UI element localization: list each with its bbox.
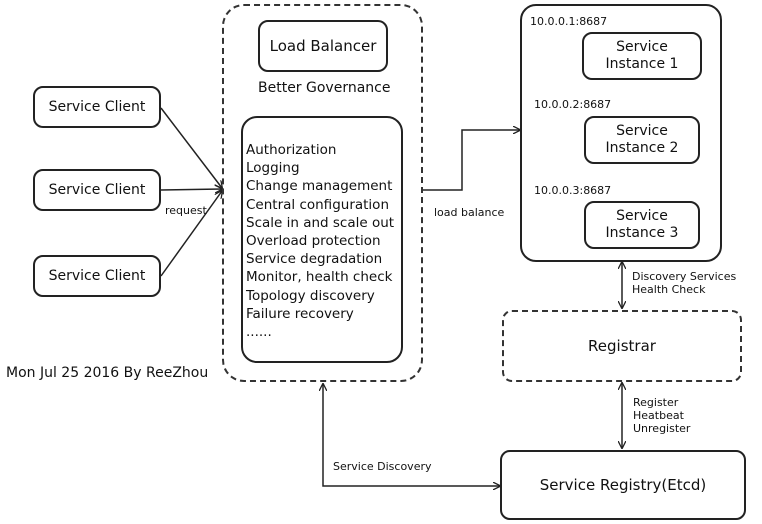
feature-item: ...... <box>246 324 272 341</box>
instance-line2: Instance 2 <box>605 140 679 156</box>
service-discovery-arrow <box>323 384 500 486</box>
client2-to-gateway-arrow <box>160 189 222 190</box>
features-box <box>241 116 403 363</box>
registrar-box: Registrar <box>502 310 742 382</box>
service-instance-3: Service Instance 3 <box>584 201 700 249</box>
feature-item: Failure recovery <box>246 305 354 322</box>
instance-line2: Instance 3 <box>605 225 679 241</box>
features-list: Authorization Logging Change management … <box>246 141 394 341</box>
feature-item: Change management <box>246 178 393 195</box>
service-client-3: Service Client <box>33 255 161 297</box>
service-instance-2: Service Instance 2 <box>584 116 700 164</box>
client3-to-gateway-arrow <box>160 191 222 277</box>
gateway-subtitle: Better Governance <box>258 80 391 96</box>
instance-line1: Service <box>616 208 668 225</box>
request-label: request <box>165 204 207 217</box>
service-client-label: Service Client <box>48 267 146 284</box>
gateway-container <box>222 4 423 382</box>
feature-item: Logging <box>246 160 300 177</box>
feature-item: Monitor, health check <box>246 269 393 286</box>
service-discovery-label: Service Discovery <box>333 460 432 473</box>
discovery-health-label: Discovery Services Health Check <box>632 270 736 296</box>
load-balance-arrow <box>423 130 520 191</box>
load-balancer-box: Load Balancer <box>258 20 388 72</box>
heartbeat-line: Heatbeat <box>633 409 684 423</box>
service-client-1: Service Client <box>33 86 161 128</box>
feature-item: Scale in and scale out <box>246 214 395 231</box>
service-client-label: Service Client <box>48 181 146 198</box>
instance-2-address: 10.0.0.2:8687 <box>534 98 612 111</box>
feature-item: Service degradation <box>246 251 383 268</box>
load-balancer-label: Load Balancer <box>269 37 377 55</box>
service-registry-label: Service Registry(Etcd) <box>539 476 707 494</box>
instance-line1: Service <box>616 39 668 56</box>
footer-credit: Mon Jul 25 2016 By ReeZhou <box>6 365 209 381</box>
instance-3-address: 10.0.0.3:8687 <box>534 184 612 197</box>
registrar-label: Registrar <box>588 337 656 355</box>
health-line: Health Check <box>632 283 706 297</box>
discovery-line: Discovery Services <box>632 270 737 283</box>
service-client-label: Service Client <box>48 98 146 115</box>
feature-item: Central configuration <box>246 196 389 213</box>
service-registry-box: Service Registry(Etcd) <box>500 450 746 520</box>
client1-to-gateway-arrow <box>160 107 222 188</box>
instance-line1: Service <box>616 123 668 140</box>
service-client-2: Service Client <box>33 169 161 211</box>
service-instance-1: Service Instance 1 <box>582 32 702 80</box>
register-ops-label: Register Heatbeat Unregister <box>633 396 690 436</box>
load-balance-label: load balance <box>434 206 505 219</box>
instance-1-address: 10.0.0.1:8687 <box>530 15 608 28</box>
instance-line2: Instance 1 <box>605 56 679 72</box>
feature-item: Authorization <box>246 142 337 158</box>
unregister-line: Unregister <box>633 422 691 436</box>
feature-item: Overload protection <box>246 233 381 250</box>
feature-item: Topology discovery <box>246 287 375 304</box>
register-line: Register <box>633 396 679 409</box>
